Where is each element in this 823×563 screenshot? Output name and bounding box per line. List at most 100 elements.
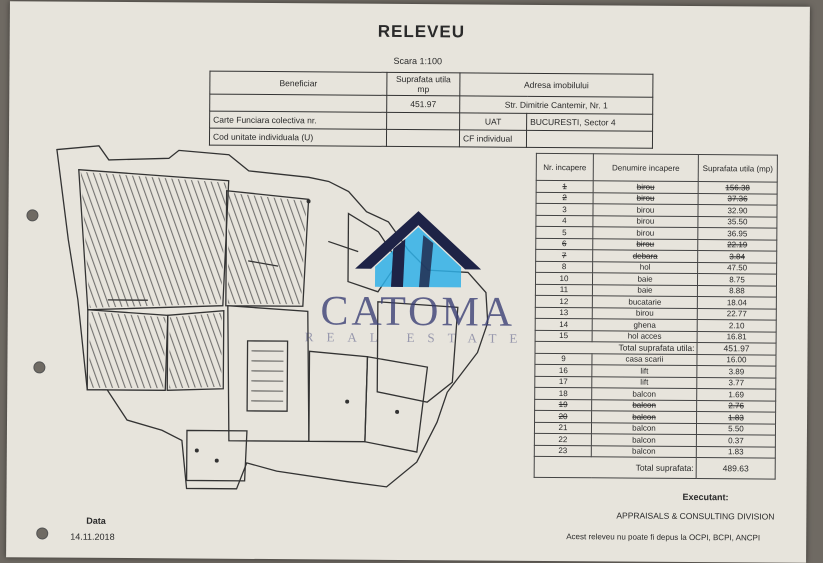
room-area: 36.95 bbox=[697, 227, 777, 240]
room-area: 0.37 bbox=[696, 434, 776, 447]
room-area: 22.77 bbox=[697, 308, 777, 321]
document-sheet: RELEVEU Scara 1:100 Beneficiar Suprafata… bbox=[6, 1, 810, 563]
room-nr: 6 bbox=[535, 237, 593, 250]
room-area: 1.83 bbox=[696, 446, 776, 459]
room-nr: 4 bbox=[535, 214, 593, 227]
room-nr: 3 bbox=[535, 203, 594, 216]
room-name: birou bbox=[593, 192, 699, 205]
uat-label: UAT bbox=[459, 112, 527, 131]
room-nr: 17 bbox=[534, 375, 592, 388]
room-area: 16.81 bbox=[697, 331, 777, 344]
room-name: birou bbox=[592, 215, 698, 228]
room-area: 156.38 bbox=[698, 181, 778, 194]
room-nr: 12 bbox=[535, 295, 593, 308]
room-nr: 18 bbox=[534, 387, 592, 400]
room-area: 2.10 bbox=[697, 319, 777, 332]
total-value: 489.63 bbox=[696, 457, 776, 480]
room-nr: 15 bbox=[535, 329, 593, 342]
room-name: lift bbox=[591, 364, 697, 378]
room-name: casa scarii bbox=[591, 353, 698, 366]
room-nr: 21 bbox=[534, 421, 592, 434]
room-area: 37.36 bbox=[698, 193, 778, 206]
room-name: baie bbox=[592, 284, 698, 297]
scale-label: Scara 1:100 bbox=[393, 55, 443, 67]
col-name-header: Denumire incapere bbox=[593, 153, 699, 182]
header-table: Beneficiar Suprafata utila mp Adresa imo… bbox=[209, 71, 654, 149]
room-nr: 1 bbox=[536, 180, 594, 193]
room-name: birou bbox=[592, 307, 698, 320]
adresa-value: Str. Dimitrie Cantemir, Nr. 1 bbox=[459, 95, 653, 115]
uat-value: BUCURESTI, Sector 4 bbox=[526, 113, 653, 132]
ocpi-note: Acest releveu nu poate fi depus la OCPI,… bbox=[566, 532, 761, 543]
room-nr: 16 bbox=[534, 364, 592, 377]
room-name: lift bbox=[591, 376, 697, 389]
room-area: 32.90 bbox=[697, 204, 778, 217]
cf-value bbox=[526, 130, 653, 149]
room-name: ghena bbox=[592, 318, 698, 332]
room-nr: 5 bbox=[535, 226, 593, 239]
watermark-logo: CATOMA REAL ESTATE bbox=[293, 208, 544, 347]
room-nr: 9 bbox=[534, 352, 593, 365]
room-name: birou bbox=[592, 226, 698, 240]
room-name: bucatarie bbox=[592, 295, 698, 309]
executant-label: Executant: bbox=[682, 491, 729, 503]
room-area: 3.84 bbox=[697, 250, 777, 263]
room-area: 8.75 bbox=[697, 273, 777, 286]
room-name: balcon bbox=[591, 433, 697, 447]
total-label: Total suprafata: bbox=[534, 456, 697, 479]
suprafata-label: Suprafata utila mp bbox=[386, 72, 460, 96]
watermark-tagline: REAL ESTATE bbox=[304, 329, 531, 346]
room-nr: 7 bbox=[535, 249, 593, 262]
room-name: birou bbox=[592, 203, 699, 217]
punch-hole bbox=[26, 209, 39, 222]
col-area-header: Suprafata utila (mp) bbox=[698, 154, 778, 183]
col-nr-header: Nr. incapere bbox=[536, 153, 594, 181]
date-value: 14.11.2018 bbox=[70, 531, 115, 542]
room-nr: 8 bbox=[535, 260, 593, 273]
beneficiar-label: Beneficiar bbox=[209, 71, 387, 96]
room-area: 5.50 bbox=[696, 423, 776, 436]
room-area: 47.50 bbox=[697, 262, 777, 275]
room-name: balcon bbox=[591, 422, 697, 435]
house-roof-icon bbox=[355, 211, 482, 288]
floor-plan-drawing bbox=[56, 145, 489, 490]
room-name: balcon bbox=[591, 387, 697, 401]
room-area: 1.69 bbox=[696, 388, 776, 401]
room-name: balcon bbox=[591, 445, 697, 458]
date-label: Data bbox=[86, 515, 106, 526]
document-title: RELEVEU bbox=[377, 21, 466, 42]
room-nr: 14 bbox=[535, 318, 593, 331]
room-nr: 2 bbox=[536, 191, 594, 204]
room-area: 35.50 bbox=[697, 216, 777, 229]
carte-funciara-value bbox=[386, 112, 460, 130]
room-nr: 23 bbox=[534, 444, 592, 457]
room-area: 22.19 bbox=[697, 239, 777, 252]
suprafata-value: 451.97 bbox=[386, 95, 460, 113]
room-name: hol bbox=[592, 261, 698, 274]
room-name: balcon bbox=[591, 410, 697, 424]
room-name: baie bbox=[592, 272, 698, 286]
rooms-table: Nr. incapere Denumire incapere Suprafata… bbox=[534, 153, 778, 480]
room-nr: 19 bbox=[534, 398, 592, 411]
room-name: birou bbox=[593, 180, 699, 194]
room-area: 16.00 bbox=[696, 354, 777, 367]
room-nr: 10 bbox=[535, 272, 593, 285]
room-area: 3.77 bbox=[696, 377, 776, 390]
room-area: 2.76 bbox=[696, 400, 776, 413]
punch-hole bbox=[33, 361, 46, 374]
carte-funciara-label: Carte Funciara colectiva nr. bbox=[209, 111, 387, 130]
room-name: debara bbox=[592, 249, 698, 263]
beneficiar-value bbox=[209, 94, 387, 113]
executant-value: APPRAISALS & CONSULTING DIVISION bbox=[616, 510, 775, 522]
punch-hole bbox=[36, 527, 49, 540]
room-name: birou bbox=[592, 238, 698, 251]
total-utila-value: 451.97 bbox=[697, 342, 777, 355]
room-name: hol acces bbox=[592, 330, 698, 343]
room-name: balcon bbox=[591, 399, 697, 412]
room-area: 18.04 bbox=[697, 296, 777, 309]
room-nr: 22 bbox=[534, 433, 592, 446]
room-area: 1.83 bbox=[696, 411, 776, 424]
room-nr: 11 bbox=[535, 283, 593, 296]
adresa-label: Adresa imobilului bbox=[459, 72, 653, 98]
room-area: 3.89 bbox=[696, 365, 776, 378]
